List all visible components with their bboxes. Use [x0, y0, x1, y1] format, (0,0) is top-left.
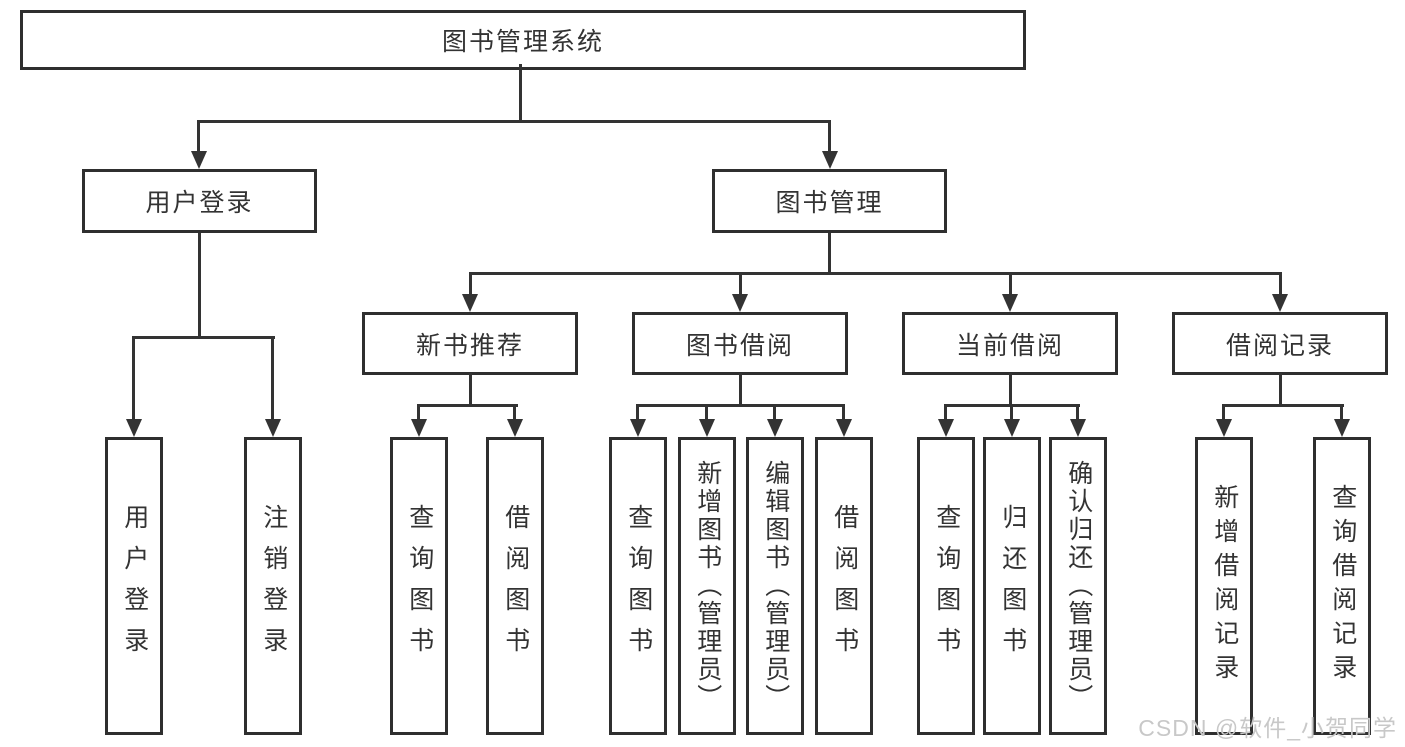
arrowhead-down-icon — [630, 419, 646, 437]
connector-line — [636, 404, 845, 407]
arrowhead-down-icon — [1004, 419, 1020, 437]
arrowhead-down-icon — [126, 419, 142, 437]
arrowhead-down-icon — [821, 151, 838, 169]
node-book-borrowing-label: 图书借阅 — [685, 331, 794, 360]
arrowhead-down-icon — [265, 419, 281, 437]
connector-line — [1222, 404, 1344, 407]
leaf-borrow-books-recommend-label: 借阅图书 — [501, 504, 530, 668]
connector-line — [469, 272, 472, 297]
leaf-query-books-borrowing: 查询图书 — [609, 437, 667, 735]
arrowhead-down-icon — [507, 419, 523, 437]
node-current-borrowing: 当前借阅 — [902, 312, 1118, 375]
arrowhead-down-icon — [836, 419, 852, 437]
leaf-borrow-books-recommend: 借阅图书 — [486, 437, 544, 735]
leaf-borrow-books-borrowing-label: 借阅图书 — [830, 504, 859, 668]
arrowhead-down-icon — [1272, 294, 1288, 312]
arrowhead-down-icon — [411, 419, 427, 437]
connector-line — [417, 404, 420, 421]
leaf-confirm-return-admin-label: 确认归还（管理员） — [1064, 460, 1093, 712]
arrowhead-down-icon — [1334, 419, 1350, 437]
connector-line — [469, 272, 1281, 275]
leaf-logout-login-label: 注销登录 — [259, 504, 288, 668]
leaf-return-books: 归还图书 — [983, 437, 1041, 735]
arrowhead-down-icon — [1002, 294, 1018, 312]
node-new-book-recommend-label: 新书推荐 — [415, 331, 524, 360]
leaf-user-login: 用户登录 — [105, 437, 163, 735]
arrowhead-down-icon — [1070, 419, 1086, 437]
node-user-login: 用户登录 — [82, 169, 317, 233]
leaf-edit-book-admin-label: 编辑图书（管理员） — [761, 460, 790, 712]
arrowhead-down-icon — [767, 419, 783, 437]
node-current-borrowing-label: 当前借阅 — [955, 331, 1064, 360]
leaf-return-books-label: 归还图书 — [998, 504, 1027, 668]
node-borrowing-records: 借阅记录 — [1172, 312, 1388, 375]
leaf-query-borrow-record-label: 查询借阅记录 — [1328, 484, 1357, 688]
node-book-borrowing: 图书借阅 — [632, 312, 848, 375]
node-borrowing-records-label: 借阅记录 — [1225, 331, 1334, 360]
connector-line — [842, 404, 845, 421]
connector-line — [197, 120, 200, 155]
leaf-add-book-admin: 新增图书（管理员） — [678, 437, 736, 735]
leaf-add-book-admin-label: 新增图书（管理员） — [693, 460, 722, 712]
arrowhead-down-icon — [732, 294, 748, 312]
connector-line — [132, 336, 135, 421]
connector-line — [1340, 404, 1343, 421]
connector-line — [1009, 373, 1012, 407]
connector-line — [1222, 404, 1225, 421]
connector-line — [739, 272, 742, 297]
connector-line — [705, 404, 708, 421]
arrowhead-down-icon — [462, 294, 478, 312]
leaf-query-books-current: 查询图书 — [917, 437, 975, 735]
leaf-add-borrow-record: 新增借阅记录 — [1195, 437, 1253, 735]
node-book-management: 图书管理 — [712, 169, 947, 233]
leaf-query-books-recommend-label: 查询图书 — [405, 504, 434, 668]
connector-line — [1010, 404, 1013, 421]
connector-line — [773, 404, 776, 421]
leaf-confirm-return-admin: 确认归还（管理员） — [1049, 437, 1107, 735]
leaf-edit-book-admin: 编辑图书（管理员） — [746, 437, 804, 735]
connector-line — [519, 64, 522, 123]
connector-line — [1279, 373, 1282, 407]
arrowhead-down-icon — [938, 419, 954, 437]
connector-line — [271, 336, 274, 421]
node-root-label: 图书管理系统 — [441, 28, 604, 56]
node-root: 图书管理系统 — [20, 10, 1026, 70]
arrowhead-down-icon — [1216, 419, 1232, 437]
node-user-login-label: 用户登录 — [145, 189, 254, 217]
leaf-add-borrow-record-label: 新增借阅记录 — [1210, 484, 1239, 688]
connector-line — [197, 120, 831, 123]
connector-line — [198, 233, 201, 339]
node-new-book-recommend: 新书推荐 — [362, 312, 578, 375]
leaf-query-books-borrowing-label: 查询图书 — [624, 504, 653, 668]
arrowhead-down-icon — [190, 151, 207, 169]
node-book-management-label: 图书管理 — [775, 189, 884, 217]
connector-line — [417, 404, 518, 407]
connector-line — [828, 120, 831, 155]
connector-line — [469, 373, 472, 407]
connector-line — [1009, 272, 1012, 297]
leaf-query-borrow-record: 查询借阅记录 — [1313, 437, 1371, 735]
arrowhead-down-icon — [699, 419, 715, 437]
leaf-logout-login: 注销登录 — [244, 437, 302, 735]
leaf-borrow-books-borrowing: 借阅图书 — [815, 437, 873, 735]
connector-line — [739, 373, 742, 407]
leaf-query-books-current-label: 查询图书 — [932, 504, 961, 668]
leaf-query-books-recommend: 查询图书 — [390, 437, 448, 735]
watermark: CSDN @软件_小贺同学 — [1138, 715, 1397, 741]
connector-line — [636, 404, 639, 421]
connector-line — [1076, 404, 1079, 421]
leaf-user-login-label: 用户登录 — [120, 504, 149, 668]
connector-line — [513, 404, 516, 421]
connector-line — [828, 233, 831, 275]
connector-line — [132, 336, 275, 339]
connector-line — [944, 404, 947, 421]
connector-line — [1279, 272, 1282, 297]
